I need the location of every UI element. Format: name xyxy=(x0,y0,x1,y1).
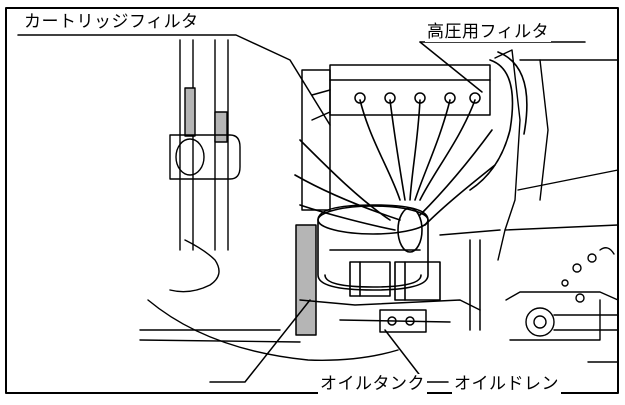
cartridge-filter-label: カートリッジフィルタ xyxy=(22,12,201,32)
figure-border xyxy=(5,7,619,394)
machinery-block-left xyxy=(139,39,399,361)
high-pressure-filter-label: 高圧用フィルタ xyxy=(425,22,552,42)
machinery-block-right xyxy=(494,49,619,363)
oil-tank-label: オイルタンク xyxy=(318,374,427,394)
oil-drain-label: オイルドレン xyxy=(452,374,561,394)
cartridge-filter-body xyxy=(317,204,441,301)
oil-tank-base xyxy=(295,224,501,336)
